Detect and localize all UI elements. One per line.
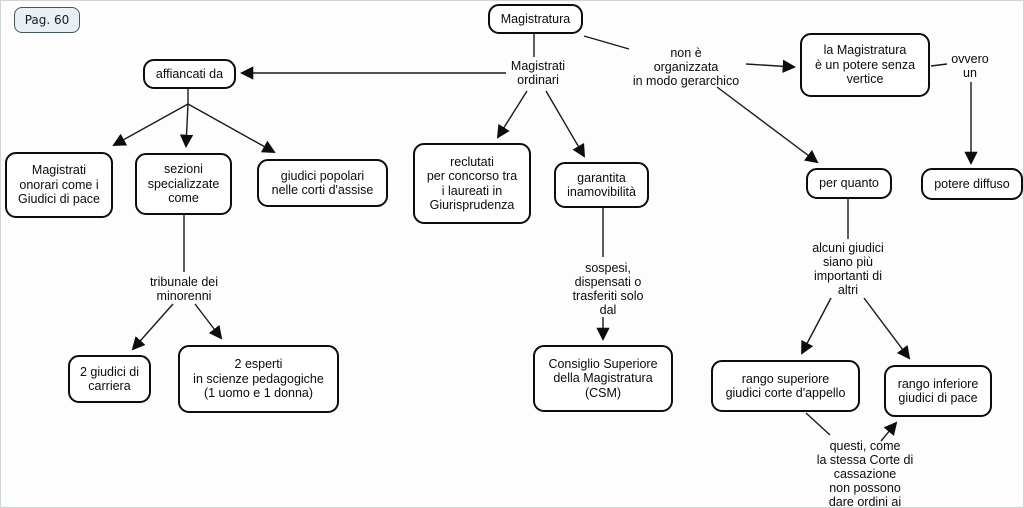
link-label-questi-come[interactable]: questi, come la stessa Corte di cassazio… [816, 439, 914, 508]
connector-nonorganizzata-perquanto [716, 86, 819, 164]
node-affiancati-da[interactable]: affiancati da [143, 59, 236, 89]
connector-nonorganizzata-poteresenzavertice [745, 59, 796, 73]
node-csm[interactable]: Consiglio Superiore della Magistratura (… [533, 345, 673, 412]
node-magistrati-onorari[interactable]: Magistrati onorari come i Giudici di pac… [5, 152, 113, 218]
connector-rangosuperiore-questi [805, 412, 831, 436]
node-giudici-popolari[interactable]: giudici popolari nelle corti d'assise [257, 159, 388, 207]
link-label-sospesi[interactable]: sospesi, dispensati o trasferiti solo da… [572, 261, 644, 317]
link-label-alcuni-giudici[interactable]: alcuni giudici siano più importanti di a… [812, 241, 884, 297]
connector-questi-rangoinferiore [880, 421, 898, 442]
node-sezioni-specializzate[interactable]: sezioni specializzate come [135, 153, 232, 215]
node-potere-diffuso[interactable]: potere diffuso [921, 168, 1023, 200]
connector-ordinari-reclutati [496, 90, 528, 139]
connector-tribunale-dueesperti [194, 303, 223, 340]
node-magistratura[interactable]: Magistratura [488, 4, 583, 34]
node-due-giudici-carriera[interactable]: 2 giudici di carriera [68, 355, 151, 403]
connector-alcuni-rangoinferiore [863, 297, 911, 360]
node-potere-senza-vertice[interactable]: la Magistratura è un potere senza vertic… [800, 33, 930, 97]
node-rango-inferiore[interactable]: rango inferiore giudici di pace [884, 365, 992, 417]
node-per-quanto[interactable]: per quanto [806, 168, 892, 199]
link-label-non-organizzata[interactable]: non è organizzata in modo gerarchico [632, 46, 740, 88]
page-number-tag: Pag. 60 [14, 7, 80, 33]
connector-affiancati-onorari [112, 103, 189, 146]
node-rango-superiore[interactable]: rango superiore giudici corte d'appello [711, 360, 860, 412]
connector-magistratura-nonorganizzata [583, 35, 630, 50]
node-reclutati-concorso[interactable]: reclutati per concorso tra i laureati in… [413, 143, 531, 224]
link-label-ovvero-un[interactable]: ovvero un [951, 52, 989, 80]
link-label-magistrati-ordinari[interactable]: Magistrati ordinari [510, 59, 566, 87]
connector-poteresenzavertice-ovvero [930, 63, 948, 67]
node-due-esperti[interactable]: 2 esperti in scienze pedagogiche (1 uomo… [178, 345, 339, 413]
link-label-tribunale-minorenni[interactable]: tribunale dei minorenni [149, 275, 219, 303]
connector-ordinari-garantita [545, 90, 586, 158]
connector-affiancati-sezioni [179, 103, 194, 148]
node-garantita-inamovibilita[interactable]: garantita inamovibilità [554, 162, 649, 208]
connector-alcuni-rangosuperiore [801, 297, 832, 355]
connector-affiancati-popolari [187, 103, 276, 153]
connector-tribunale-duegiudici [131, 303, 174, 351]
